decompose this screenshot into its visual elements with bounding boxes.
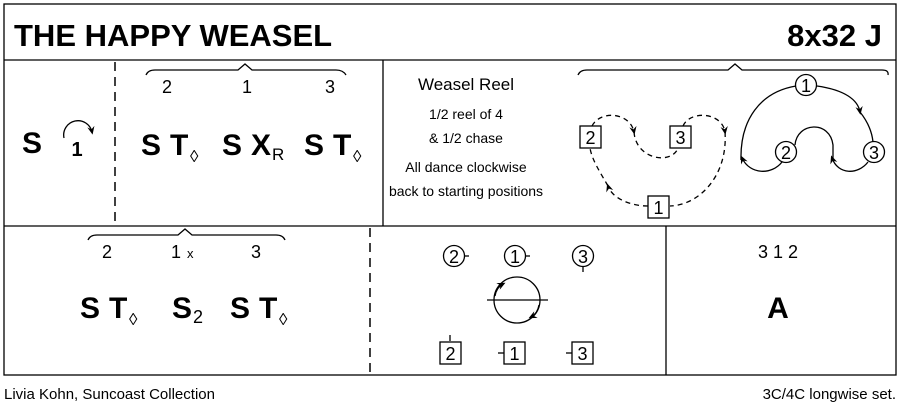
figure-sub: ◊: [190, 147, 199, 166]
svg-text:2: 2: [585, 128, 595, 148]
bar1-figures: S T ◊ S X R S T ◊: [141, 129, 362, 166]
brace-number: 2: [102, 242, 112, 262]
svg-text:1: 1: [801, 76, 811, 96]
figure-sub: ◊: [279, 310, 288, 329]
figure-sub: 2: [193, 307, 203, 327]
step-label: S: [80, 292, 100, 325]
set-circle-2: 2: [442, 244, 466, 268]
brace: [87, 228, 286, 241]
author-credit: Livia Kohn, Suncoast Collection: [4, 386, 215, 403]
set-circle-3: 3: [571, 244, 595, 268]
brace-number: 3: [251, 242, 261, 262]
reel-square-1: 1: [647, 195, 670, 219]
svg-text:3: 3: [577, 344, 587, 364]
svg-text:3: 3: [675, 128, 685, 148]
reel-square-2: 2: [579, 125, 602, 149]
svg-text:1: 1: [510, 247, 520, 267]
svg-text:3: 3: [578, 247, 588, 267]
brace-number: 1: [171, 242, 181, 262]
set-format: 3C/4C longwise set.: [763, 386, 896, 403]
set-diagram: [449, 255, 584, 354]
reel-circle-3: 3: [862, 140, 886, 164]
svg-text:1: 1: [509, 344, 519, 364]
reel-path-diagram: [589, 85, 874, 207]
svg-text:2: 2: [449, 247, 459, 267]
reel-desc: & 1/2 chase: [429, 130, 503, 146]
step-label: S: [172, 292, 192, 325]
svg-text:2: 2: [445, 344, 455, 364]
card-border: [3, 3, 897, 376]
brace-number: 1: [242, 77, 252, 97]
cast-arrow-icon: [63, 120, 95, 139]
svg-text:2: 2: [781, 143, 791, 163]
step-label: S: [222, 129, 242, 162]
reel-square-3: 3: [669, 125, 692, 149]
reel-circle-1: 1: [794, 73, 818, 97]
set-square-3: 3: [571, 341, 594, 365]
step-label: S: [141, 129, 161, 162]
figure-label: T: [259, 292, 277, 325]
figure-sub: R: [272, 145, 284, 164]
reel-circle-2: 2: [774, 140, 798, 164]
dance-title: THE HAPPY WEASEL: [14, 18, 332, 53]
couple-order: 3 1 2: [758, 242, 798, 262]
reel-desc: 1/2 reel of 4: [429, 106, 503, 122]
step-label: S: [22, 127, 42, 160]
set-circle-1: 1: [503, 244, 527, 268]
figure-allemande: A: [767, 292, 789, 325]
figure-label: T: [170, 129, 188, 162]
step-label: S: [230, 292, 250, 325]
brace-number: 3: [325, 77, 335, 97]
brace-number: 2: [162, 77, 172, 97]
reel-desc: back to starting positions: [389, 183, 543, 199]
brace: [577, 63, 889, 76]
step-label: S: [304, 129, 324, 162]
figure-label: T: [333, 129, 351, 162]
svg-text:3: 3: [869, 143, 879, 163]
brace: [145, 63, 347, 76]
dance-type: 8x32 J: [787, 18, 882, 53]
reel-name: Weasel Reel: [418, 75, 514, 94]
reel-desc: All dance clockwise: [405, 159, 527, 175]
cast-dancer: 1: [71, 139, 82, 161]
brace-sub: x: [187, 246, 194, 261]
figure-label: X: [251, 129, 271, 162]
figure-label: T: [109, 292, 127, 325]
figure-sub: ◊: [353, 147, 362, 166]
set-square-2: 2: [439, 341, 462, 365]
figure-sub: ◊: [129, 310, 138, 329]
bar3-figures: S T ◊ S 2 S T ◊: [80, 292, 288, 329]
bar1-cast: S 1: [22, 120, 95, 161]
svg-text:1: 1: [653, 198, 663, 218]
set-square-1: 1: [503, 341, 526, 365]
